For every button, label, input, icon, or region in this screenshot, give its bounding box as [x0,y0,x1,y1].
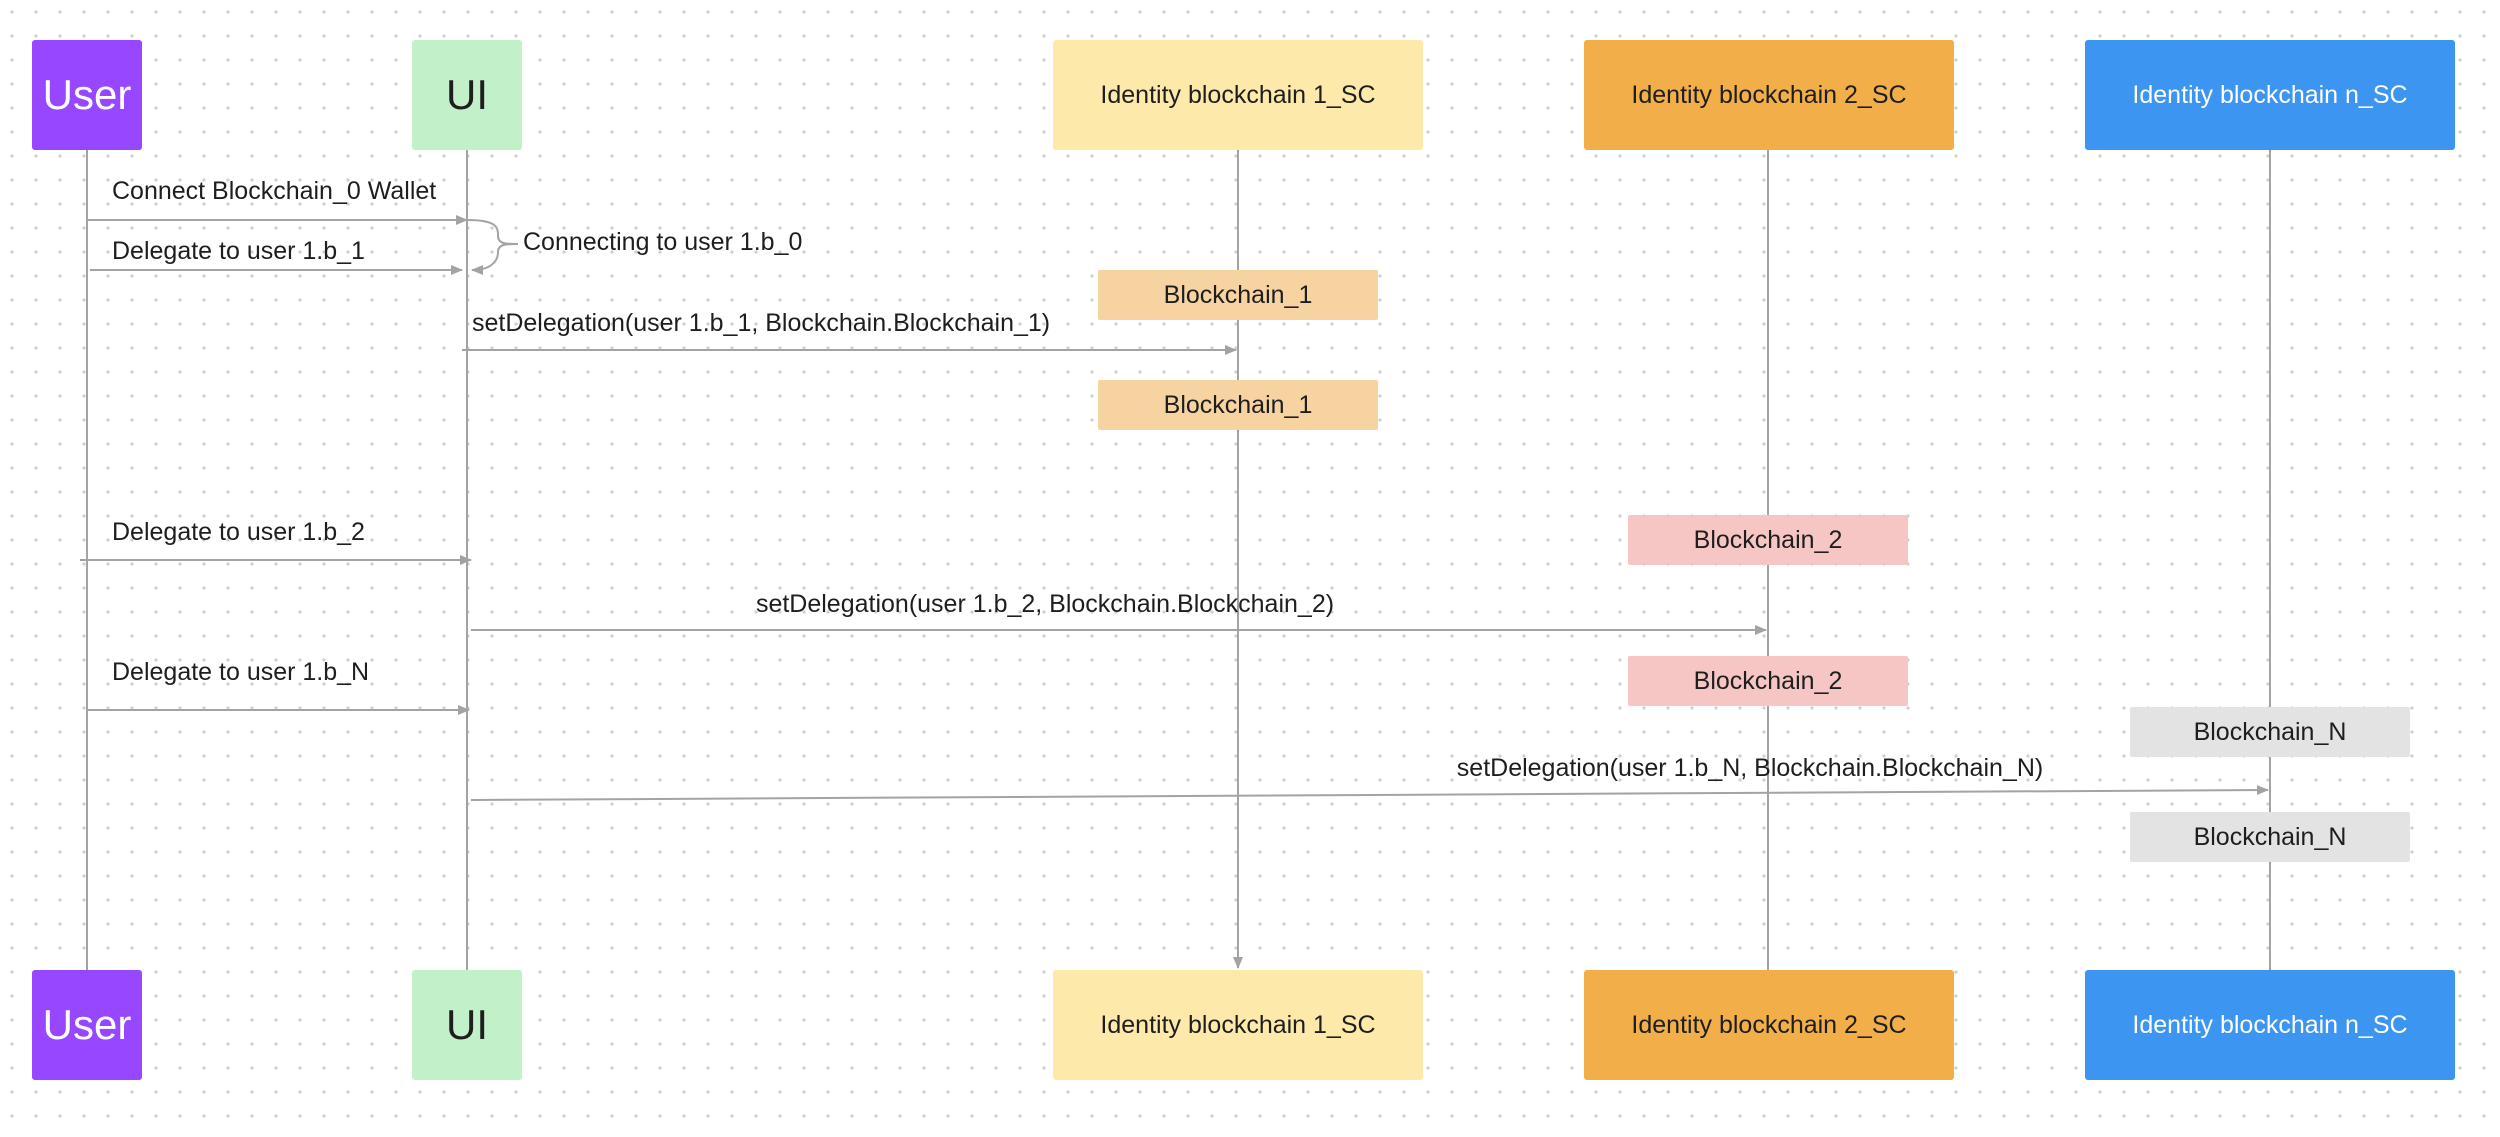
message-label-connecting: Connecting to user 1.b_0 [523,228,803,256]
message-label-delegate-bn: Delegate to user 1.b_N [112,658,370,686]
note-blockchain-n-end: Blockchain_N [2130,812,2410,862]
message-arrow-set-delegation-n [470,785,2269,801]
participant-sc1-bottom: Identity blockchain 1_SC [1053,970,1423,1080]
note-blockchain-n-start: Blockchain_N [2130,707,2410,757]
note-blockchain-2-end: Blockchain_2 [1628,656,1908,706]
participant-sc2-top: Identity blockchain 2_SC [1584,40,1954,150]
participant-scn-bottom: Identity blockchain n_SC [2085,970,2455,1080]
note-blockchain-2-start: Blockchain_2 [1628,515,1908,565]
participant-ui-top: UI [412,40,522,150]
participant-user-bottom: User [32,970,142,1080]
participant-scn-top: Identity blockchain n_SC [2085,40,2455,150]
note-blockchain-1-end: Blockchain_1 [1098,380,1378,430]
message-label-set-delegation-1: setDelegation(user 1.b_1, Blockchain.Blo… [472,309,1051,337]
participant-ui-bottom: UI [412,970,522,1080]
participant-user-top: User [32,40,142,150]
self-message-connecting [466,219,519,275]
participant-sc2-bottom: Identity blockchain 2_SC [1584,970,1954,1080]
message-label-delegate-b1: Delegate to user 1.b_1 [112,237,365,265]
message-label-delegate-b2: Delegate to user 1.b_2 [112,518,365,546]
message-label-set-delegation-2: setDelegation(user 1.b_2, Blockchain.Blo… [755,590,1335,618]
message-label-connect-wallet: Connect Blockchain_0 Wallet [112,177,437,205]
participant-sc1-top: Identity blockchain 1_SC [1053,40,1423,150]
note-blockchain-1-start: Blockchain_1 [1098,270,1378,320]
message-label-set-delegation-n: setDelegation(user 1.b_N, Blockchain.Blo… [1456,754,2044,782]
